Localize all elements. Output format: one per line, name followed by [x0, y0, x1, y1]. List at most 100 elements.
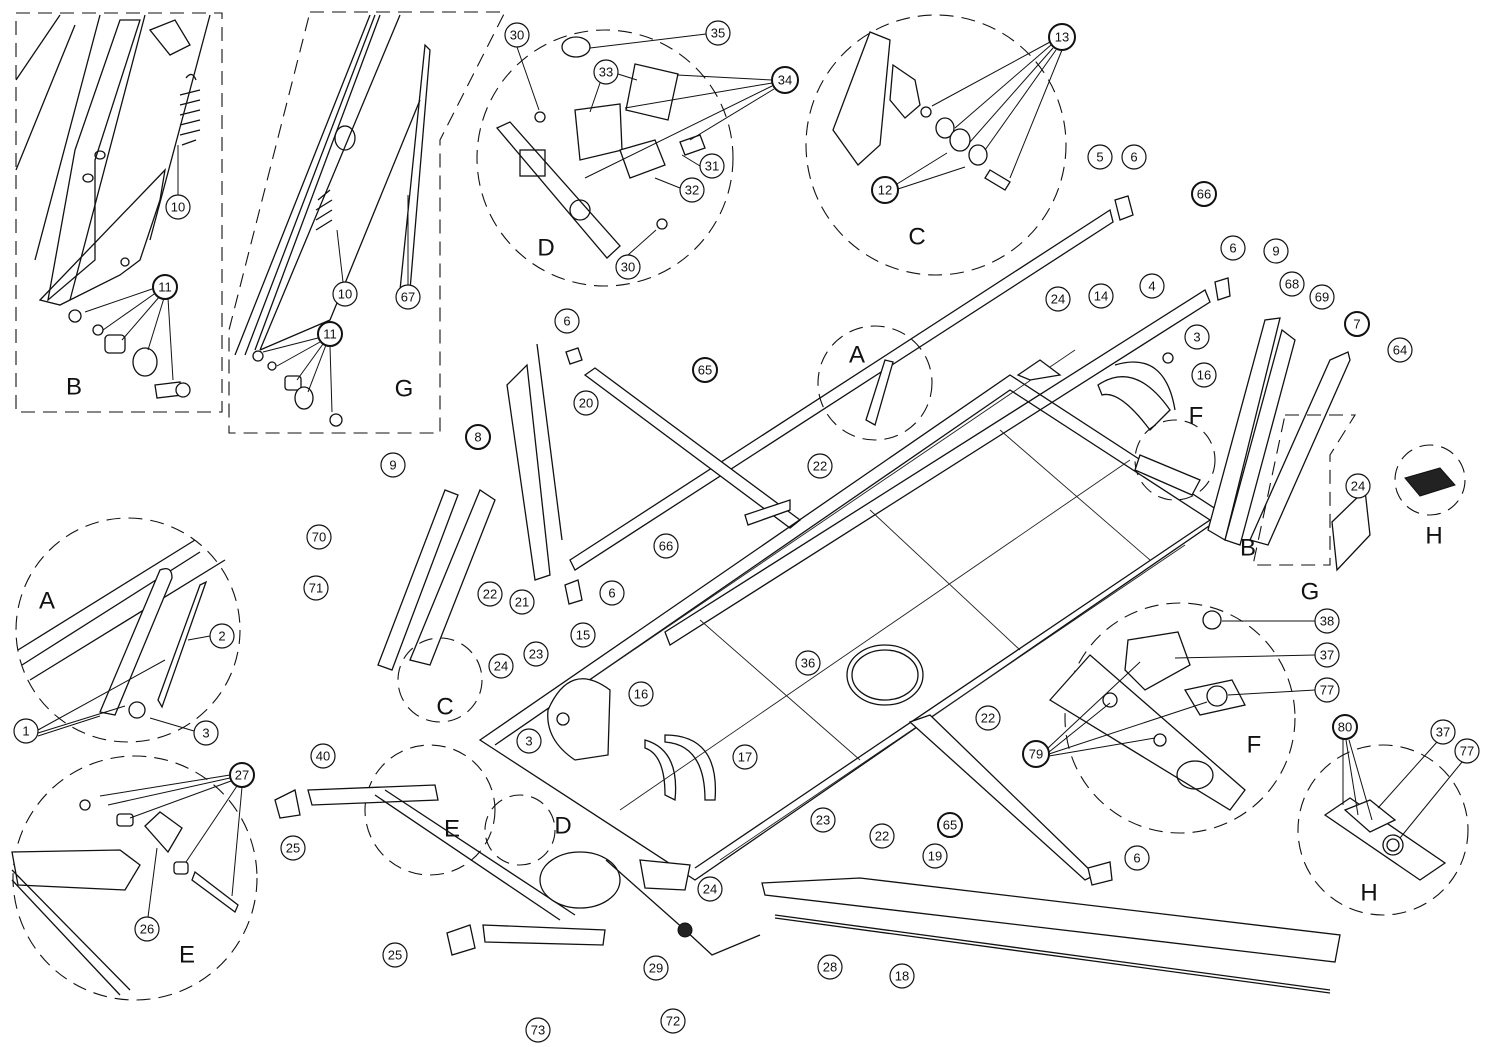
svg-text:24: 24	[1351, 479, 1365, 494]
svg-text:72: 72	[666, 1014, 680, 1029]
callout-g-11: 11	[317, 321, 343, 347]
svg-text:6: 6	[1130, 150, 1137, 165]
detail-view-e	[11, 755, 258, 1001]
callout-65-top: 65	[692, 357, 718, 383]
callout-9-right: 9	[1263, 238, 1289, 264]
svg-text:37: 37	[1436, 725, 1450, 740]
detail-marker-d: D	[554, 813, 571, 840]
svg-text:11: 11	[323, 327, 337, 342]
svg-text:1: 1	[22, 724, 29, 739]
svg-text:70: 70	[312, 530, 326, 545]
svg-text:4: 4	[1148, 279, 1155, 294]
svg-text:22: 22	[483, 587, 497, 602]
svg-text:8: 8	[474, 430, 481, 445]
callout-c-12: 12	[871, 176, 899, 204]
svg-text:67: 67	[401, 290, 415, 305]
callout-e-27: 27	[229, 762, 255, 788]
detail-marker-h: H	[1425, 523, 1442, 550]
callout-g-67: 67	[395, 284, 421, 310]
svg-text:17: 17	[738, 750, 752, 765]
detail-view-c	[805, 14, 1067, 276]
detail-view-d	[476, 29, 775, 287]
svg-text:25: 25	[286, 841, 300, 856]
svg-text:10: 10	[338, 287, 352, 302]
callout-d-34: 34	[771, 66, 799, 94]
callout-9-left: 9	[380, 452, 406, 478]
callout-a-1: 1	[13, 718, 39, 744]
svg-text:30: 30	[621, 260, 635, 275]
callout-h-77: 77	[1454, 738, 1480, 764]
callout-16-right: 16	[1191, 362, 1217, 388]
svg-text:12: 12	[878, 183, 892, 198]
detail-view-g	[228, 11, 506, 434]
svg-text:19: 19	[928, 849, 942, 864]
detail-label-c: C	[908, 224, 925, 251]
svg-text:22: 22	[875, 829, 889, 844]
svg-text:7: 7	[1353, 317, 1360, 332]
callout-6-left-top: 6	[554, 308, 580, 334]
svg-text:18: 18	[895, 969, 909, 984]
svg-text:38: 38	[1320, 614, 1334, 629]
detail-marker-g: G	[1301, 579, 1320, 606]
svg-text:5: 5	[1096, 150, 1103, 165]
callout-70: 70	[306, 524, 332, 550]
svg-text:2: 2	[218, 629, 225, 644]
callout-17: 17	[732, 744, 758, 770]
detail-label-d: D	[537, 235, 554, 262]
callout-3-right: 3	[1184, 324, 1210, 350]
svg-text:25: 25	[388, 948, 402, 963]
callout-f-77: 77	[1314, 677, 1340, 703]
detail-view-b	[15, 12, 223, 413]
svg-text:10: 10	[171, 200, 185, 215]
svg-text:37: 37	[1320, 648, 1334, 663]
callout-h-80: 80	[1332, 714, 1358, 740]
svg-text:71: 71	[309, 581, 323, 596]
callout-66-left: 66	[653, 533, 679, 559]
svg-text:9: 9	[389, 458, 396, 473]
callout-f-38: 38	[1314, 608, 1340, 634]
detail-marker-e: E	[444, 816, 460, 843]
callout-c-13: 13	[1048, 23, 1076, 51]
svg-text:30: 30	[510, 28, 524, 43]
callout-f-79: 79	[1022, 740, 1050, 768]
svg-text:6: 6	[1229, 241, 1236, 256]
svg-text:24: 24	[1051, 292, 1065, 307]
callout-64: 64	[1387, 337, 1413, 363]
detail-label-b: B	[66, 374, 82, 401]
callout-e-26: 26	[134, 916, 160, 942]
callout-15: 15	[570, 622, 596, 648]
detail-view-f	[1047, 602, 1316, 834]
callout-19: 19	[922, 843, 948, 869]
detail-label-g: G	[395, 376, 414, 403]
callout-40: 40	[310, 743, 336, 769]
svg-text:23: 23	[529, 647, 543, 662]
callout-18: 18	[889, 963, 915, 989]
detail-marker-b: B	[1240, 535, 1256, 562]
svg-text:33: 33	[599, 65, 613, 80]
callout-72: 72	[660, 1008, 686, 1034]
svg-text:20: 20	[579, 396, 593, 411]
callout-66-top: 66	[1191, 181, 1217, 207]
svg-text:80: 80	[1338, 720, 1352, 735]
callout-d-33: 33	[593, 59, 619, 85]
detail-label-a: A	[39, 588, 55, 615]
main-frame	[274, 195, 1466, 994]
callout-24-left: 24	[488, 653, 514, 679]
svg-text:28: 28	[823, 960, 837, 975]
svg-text:27: 27	[235, 768, 249, 783]
svg-text:68: 68	[1285, 277, 1299, 292]
callout-6-right: 6	[1220, 235, 1246, 261]
callout-6-bottom: 6	[1124, 845, 1150, 871]
svg-text:24: 24	[703, 882, 717, 897]
callout-8: 8	[465, 424, 491, 450]
svg-text:29: 29	[649, 961, 663, 976]
svg-text:35: 35	[711, 26, 725, 41]
svg-text:77: 77	[1460, 744, 1474, 759]
detail-marker-f: F	[1189, 403, 1204, 430]
detail-label-e: E	[179, 942, 195, 969]
svg-text:23: 23	[816, 813, 830, 828]
svg-text:32: 32	[685, 183, 699, 198]
svg-text:21: 21	[515, 595, 529, 610]
